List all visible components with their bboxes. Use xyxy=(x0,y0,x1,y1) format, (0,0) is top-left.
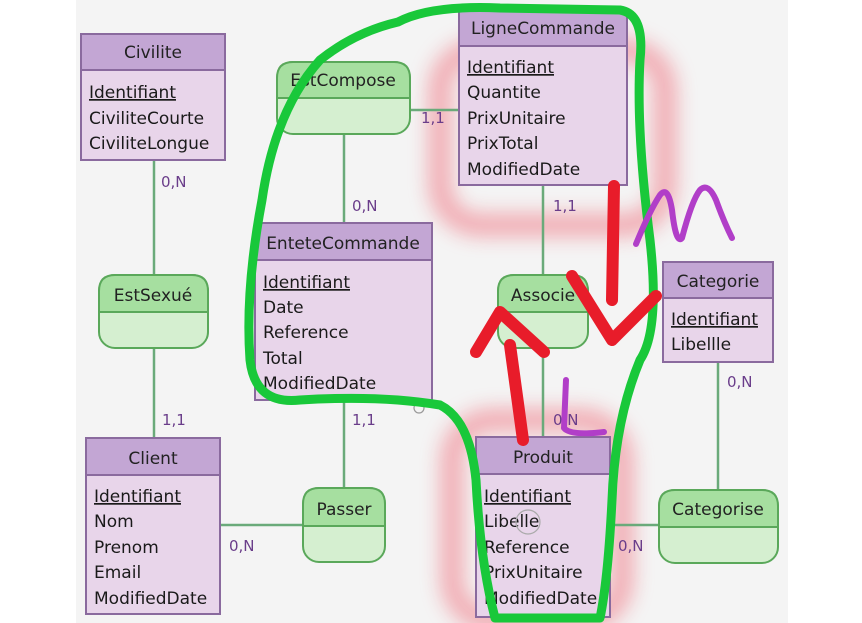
annotation-red-arrows xyxy=(470,180,662,446)
relation-title: Associe xyxy=(511,286,575,306)
entity-attribute: Date xyxy=(263,298,304,318)
entity-attribute: Libelle xyxy=(484,512,539,532)
relation-title: Passer xyxy=(316,500,371,520)
entity-title: EnteteCommande xyxy=(266,234,420,254)
entity-produit[interactable]: Produit Identifiant Libelle Reference Pr… xyxy=(475,436,611,618)
cardinality-estcompose-ligne: 1,1 xyxy=(421,109,445,127)
relation-title: Categorise xyxy=(672,500,764,520)
entity-key-attribute: Identifiant xyxy=(263,273,350,293)
cardinality-produit-categorise: 0,N xyxy=(618,537,644,555)
cardinalities: 0,N 1,1 0,N 1,1 0,N 1,1 1,1 0,N 0,N 0,N xyxy=(161,109,753,555)
links xyxy=(152,108,720,527)
entity-attribute: Reference xyxy=(263,323,349,343)
cardinality-ligne-associe: 1,1 xyxy=(553,197,577,215)
red-arrow-up-shaft xyxy=(504,339,529,446)
relation-header xyxy=(658,489,779,528)
entity-header xyxy=(662,261,774,299)
cardinality-estcompose-entete: 0,N xyxy=(352,197,378,215)
entity-header xyxy=(254,222,433,261)
entity-civilite[interactable]: Civilite Identifiant CiviliteCourte Civi… xyxy=(80,33,226,161)
entity-header xyxy=(458,9,628,47)
entity-attribute: CiviliteLongue xyxy=(89,134,209,154)
relation-passer[interactable]: Passer xyxy=(302,487,386,563)
relation-header xyxy=(302,487,386,527)
entity-entetecommande[interactable]: EnteteCommande Identifiant Date Referenc… xyxy=(254,222,433,401)
entity-attribute: Reference xyxy=(484,538,570,558)
entity-client[interactable]: Client Identifiant Nom Prenom Email Modi… xyxy=(85,437,221,615)
cardinality-entete-passer: 1,1 xyxy=(352,411,376,429)
red-arrow-down-shaft xyxy=(606,180,620,306)
red-arrow-down-head xyxy=(566,270,662,346)
entity-categorie[interactable]: Categorie Identifiant Libellle xyxy=(662,261,774,363)
entity-attribute: Total xyxy=(262,349,303,369)
red-arrow-up-head xyxy=(470,306,550,358)
relation-title: EstCompose xyxy=(290,71,396,91)
entity-title: Produit xyxy=(513,448,573,468)
purple-l-mark xyxy=(561,377,607,437)
entity-header xyxy=(85,437,221,476)
annotation-green-outline xyxy=(244,3,658,623)
entity-attribute: Prenom xyxy=(94,538,159,558)
entity-attribute: Libellle xyxy=(671,335,731,355)
entity-attribute: ModifiedDate xyxy=(263,374,376,394)
entity-attribute: ModifiedDate xyxy=(484,589,597,609)
entity-key-attribute: Identifiant xyxy=(467,58,554,78)
entity-key-attribute: Identifiant xyxy=(671,310,758,330)
entity-header xyxy=(475,436,611,475)
entity-attribute: CiviliteCourte xyxy=(89,109,204,129)
entity-attribute: ModifiedDate xyxy=(467,160,580,180)
handle-icon xyxy=(515,509,541,535)
entity-attribute: Quantite xyxy=(467,83,541,103)
annotation-purple-marks xyxy=(561,184,735,437)
entity-title: Client xyxy=(128,449,178,469)
entity-attribute: Email xyxy=(94,563,141,583)
relation-title: EstSexué xyxy=(114,286,193,306)
entity-header xyxy=(80,33,226,71)
entity-attribute: ModifiedDate xyxy=(94,589,207,609)
entity-attribute: PrixUnitaire xyxy=(467,109,566,129)
entity-lignecommande[interactable]: LigneCommande Identifiant Quantite PrixU… xyxy=(458,9,628,186)
entity-title: Categorie xyxy=(677,272,760,292)
relation-categorise[interactable]: Categorise xyxy=(658,489,779,564)
cardinality-civilite-estsexue: 0,N xyxy=(161,173,187,191)
entity-attribute: PrixTotal xyxy=(467,134,538,154)
entity-key-attribute: Identifiant xyxy=(89,83,176,103)
entity-title: Civilite xyxy=(124,43,182,63)
entity-key-attribute: Identifiant xyxy=(484,487,571,507)
cardinality-client-passer: 0,N xyxy=(229,537,255,555)
entity-attribute: Nom xyxy=(94,512,134,532)
purple-m-mark xyxy=(633,184,735,247)
relation-header xyxy=(98,274,209,313)
entity-title: LigneCommande xyxy=(471,19,615,39)
cardinality-estsexue-client: 1,1 xyxy=(162,411,186,429)
relation-estsexue[interactable]: EstSexué xyxy=(98,274,209,349)
entity-key-attribute: Identifiant xyxy=(94,487,181,507)
entity-attribute: PrixUnitaire xyxy=(484,563,583,583)
cardinality-categorie-categorise: 0,N xyxy=(727,373,753,391)
